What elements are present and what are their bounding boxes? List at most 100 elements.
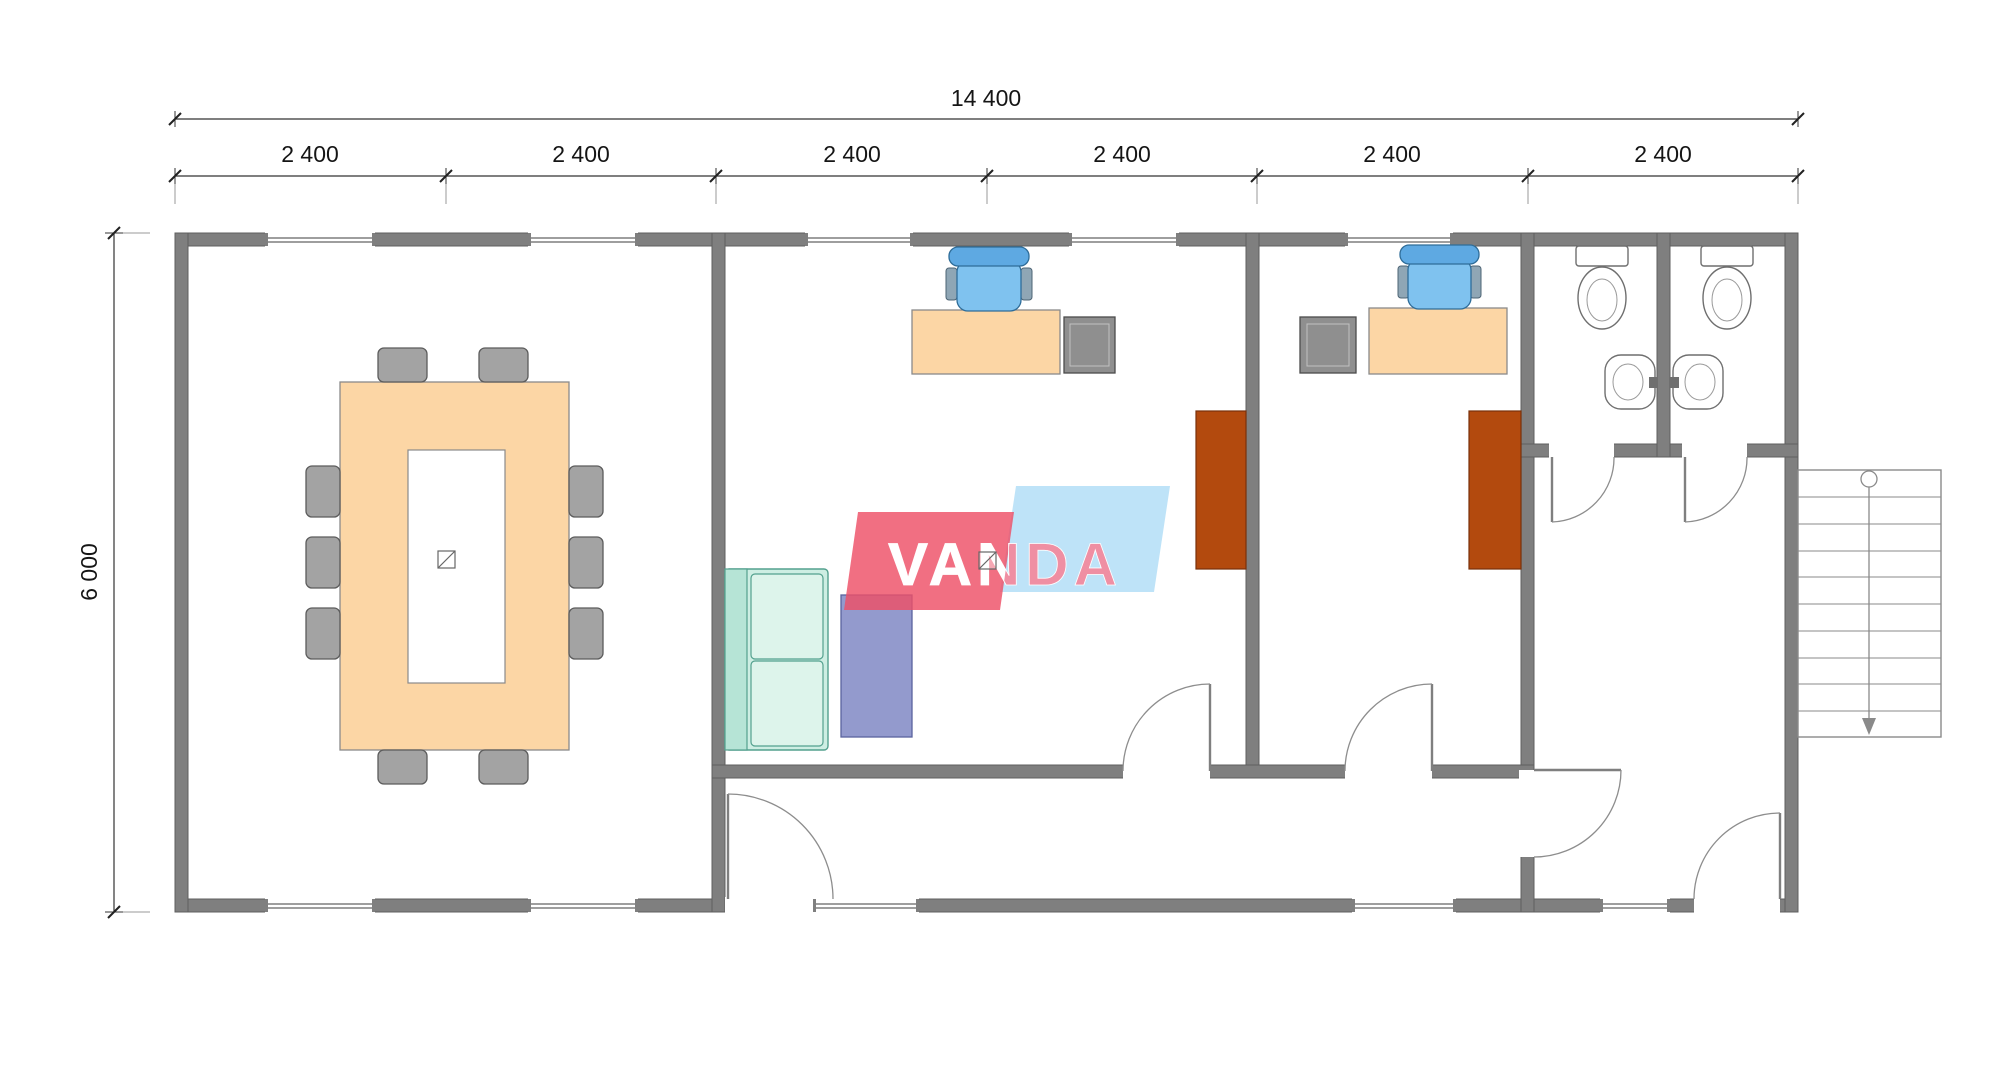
sofa-backrest [724, 568, 748, 751]
window [1069, 232, 1179, 247]
window [1352, 898, 1456, 913]
window [813, 898, 919, 913]
watermark-text-highlight: VANDA [888, 531, 1122, 598]
office-swivel-chair [1397, 244, 1482, 310]
conference-chair [568, 607, 604, 660]
office-desk [911, 309, 1061, 375]
door-swing-hallway [1533, 768, 1622, 858]
washbasin [1670, 354, 1724, 410]
wall-exterior-bottom [174, 898, 1799, 913]
window [1345, 232, 1453, 247]
chair-backrest [1399, 244, 1480, 265]
door-swing-entrance [726, 793, 834, 900]
window [265, 232, 375, 247]
insert-symbols [437, 550, 997, 570]
door-opening [1694, 897, 1780, 914]
chair-seat [956, 260, 1022, 312]
wall-meeting-room [711, 232, 726, 913]
toilet [1575, 245, 1629, 330]
dimension-segment-label: 2 400 [1093, 141, 1151, 167]
chair-seat [1407, 258, 1472, 310]
dim-tick [168, 112, 182, 126]
insert-symbol-icon [978, 551, 997, 570]
window [528, 898, 638, 913]
drawer-unit [1299, 316, 1357, 374]
dimension-annotations: 14 400 2 400 2 400 2 400 2 400 2 400 2 4… [76, 85, 1805, 919]
dim-ticks [168, 169, 1805, 183]
office-swivel-chair [945, 246, 1033, 312]
watermark-text: VANDA [888, 531, 1122, 598]
sanitary-fixtures [1575, 245, 1754, 410]
drawer-unit [1063, 316, 1116, 374]
wardrobe-panel [1195, 410, 1247, 570]
dim-extension-stubs-left [123, 232, 150, 913]
stair-arrow-icon [1862, 718, 1876, 735]
office-1-furniture [724, 246, 1247, 751]
wall-exterior-right [1784, 232, 1799, 913]
wall-toilet-divider [1656, 232, 1671, 458]
dim-extension-stubs [174, 184, 1799, 204]
conference-chair [377, 749, 428, 785]
window [1600, 898, 1670, 913]
watermark-blue-shape [1000, 486, 1170, 592]
conference-chair [305, 607, 341, 660]
wardrobe-panel [1468, 410, 1522, 570]
staircase [1797, 469, 1942, 738]
sofa-cushion [750, 573, 824, 660]
dimension-height-label: 6 000 [76, 543, 102, 601]
door-opening [1519, 770, 1536, 857]
conference-chair [377, 347, 428, 383]
window [265, 898, 375, 913]
wall-exterior-left [174, 232, 189, 913]
window [805, 232, 913, 247]
door-swings [726, 456, 1782, 900]
door-opening [1345, 763, 1432, 780]
door-swing-back-exit [1693, 812, 1782, 900]
sofa-cushion [750, 660, 824, 747]
window [528, 232, 638, 247]
watermark-logo: VANDA VANDA [844, 486, 1170, 610]
dimension-segment-label: 2 400 [823, 141, 881, 167]
conference-chair [305, 465, 341, 518]
chair-armrest [1020, 267, 1033, 301]
door-opening [1123, 763, 1210, 780]
conference-chair [568, 465, 604, 518]
conference-chair [305, 536, 341, 589]
chair-backrest [948, 246, 1030, 267]
door-swing-toilet-right [1683, 456, 1748, 523]
door-opening [1549, 442, 1614, 459]
dimension-segment-label: 2 400 [552, 141, 610, 167]
stair-start-icon [1860, 470, 1878, 488]
washbasin [1604, 354, 1658, 410]
conference-chair [478, 749, 529, 785]
wall-openings [725, 442, 1780, 914]
dim-tick [107, 905, 121, 919]
door-opening [1682, 442, 1747, 459]
faucet-icon [1649, 377, 1658, 388]
toilet [1700, 245, 1754, 330]
dimension-segment-label: 2 400 [281, 141, 339, 167]
conference-chair [478, 347, 529, 383]
conference-chair [568, 536, 604, 589]
sofa [724, 568, 829, 751]
office-desk [1368, 307, 1508, 375]
door-swing-office-1 [1122, 683, 1212, 772]
insert-symbol-icon [437, 550, 456, 569]
dimension-segment-label: 2 400 [1634, 141, 1692, 167]
wall-exterior-top [174, 232, 1799, 247]
dimension-total-width-label: 14 400 [951, 85, 1021, 111]
conference-chairs [305, 347, 604, 785]
door-swing-toilet-left [1550, 456, 1615, 523]
faucet-icon [1670, 377, 1679, 388]
conference-table-center [407, 449, 506, 684]
coffee-table [840, 594, 913, 738]
dim-tick [107, 226, 121, 240]
watermark-red-shape [844, 512, 1014, 610]
office-2-furniture [1299, 244, 1522, 570]
chair-armrest [945, 267, 958, 301]
wall-office-divider [1245, 232, 1260, 779]
door-swing-office-2 [1344, 683, 1434, 772]
door-opening [725, 897, 832, 914]
